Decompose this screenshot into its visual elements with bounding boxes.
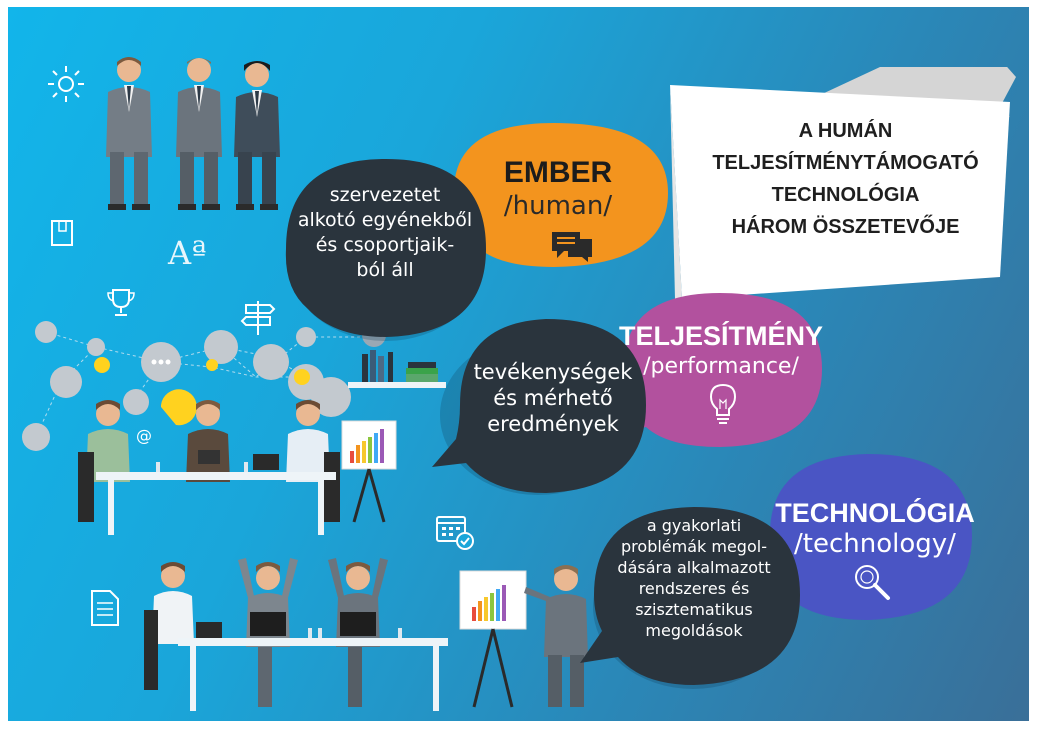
presenter-illustration	[459, 565, 588, 708]
technologia-heading: TECHNOLÓGIA /technology/	[760, 497, 990, 559]
technologia-bubble	[754, 454, 972, 620]
performance-description-line-1: tevékenységek	[473, 360, 633, 384]
technology-description-line-5: szisztematikus	[635, 600, 753, 619]
ember-heading: EMBER /human/	[478, 155, 638, 221]
svg-text:@: @	[136, 426, 152, 445]
teljesitmeny-subtitle: /performance/	[643, 354, 799, 379]
ember-title: EMBER	[503, 156, 613, 189]
infographic-title: A HUMÁN TELJESÍTMÉNYTÁMOGATÓ TECHNOLÓGIA…	[708, 115, 983, 243]
meeting-table-illustration	[78, 400, 340, 535]
businessmen-group-illustration	[106, 57, 280, 210]
title-line-1: A HUMÁN	[798, 120, 893, 142]
teljesitmeny-bubble	[612, 293, 822, 447]
teljesitmeny-heading: TELJESÍTMÉNY /performance/	[606, 319, 836, 381]
human-description-line-3: és csoportjaik-	[315, 234, 455, 256]
title-line-3: TECHNOLÓGIA	[771, 184, 920, 206]
chat-icon	[552, 232, 592, 262]
infographic: A HUMÁN TELJESÍTMÉNYTÁMOGATÓ TECHNOLÓGIA…	[8, 7, 1029, 721]
performance-description: tevékenységek és mérhető eredmények	[458, 359, 648, 437]
technology-description: a gyakorlati problémák megol- dására alk…	[594, 515, 794, 641]
document-icon	[91, 590, 119, 626]
teljesitmeny-title: TELJESÍTMÉNY	[618, 321, 824, 351]
technologia-subtitle: /technology/	[794, 529, 956, 559]
technology-description-line-3: dására alkalmazott	[617, 558, 771, 577]
signpost-icon	[240, 301, 276, 335]
book-icon	[51, 220, 73, 246]
human-description-line-1: szervezetet	[329, 184, 441, 206]
flipchart-illustration	[341, 420, 397, 523]
human-description: szervezetet alkotó egyénekből és csoport…	[284, 183, 486, 283]
trophy-icon	[107, 289, 135, 316]
ember-bubble	[448, 123, 668, 267]
title-line-2: TELJESÍTMÉNYTÁMOGATÓ	[712, 152, 979, 174]
celebration-team-illustration	[144, 558, 448, 711]
lightbulb-icon	[709, 383, 737, 424]
performance-description-bubble	[432, 319, 646, 495]
ember-subtitle: /human/	[503, 191, 613, 221]
human-description-line-2: alkotó egyénekből	[297, 209, 473, 231]
title-line-4: HÁROM ÖSSZETEVŐJE	[731, 216, 960, 238]
technology-description-line-4: rendszeres és	[638, 579, 750, 598]
bookshelf-illustration	[348, 350, 446, 388]
technologia-title: TECHNOLÓGIA	[775, 498, 975, 528]
magnifier-icon	[855, 565, 890, 600]
technology-description-line-2: problémák megol-	[621, 537, 767, 556]
calendar-icon	[436, 516, 474, 550]
performance-description-line-2: és mérhető	[493, 386, 613, 410]
sun-icon	[48, 66, 84, 102]
human-description-bubble	[285, 159, 486, 341]
title-card	[670, 67, 1016, 299]
technology-description-line-1: a gyakorlati	[646, 516, 742, 535]
human-description-line-4: ból áll	[356, 259, 414, 281]
technology-description-line-6: megoldások	[645, 621, 743, 640]
performance-description-line-3: eredmények	[487, 412, 619, 436]
technology-description-bubble	[580, 507, 800, 689]
font-letters: Aª	[168, 234, 207, 272]
